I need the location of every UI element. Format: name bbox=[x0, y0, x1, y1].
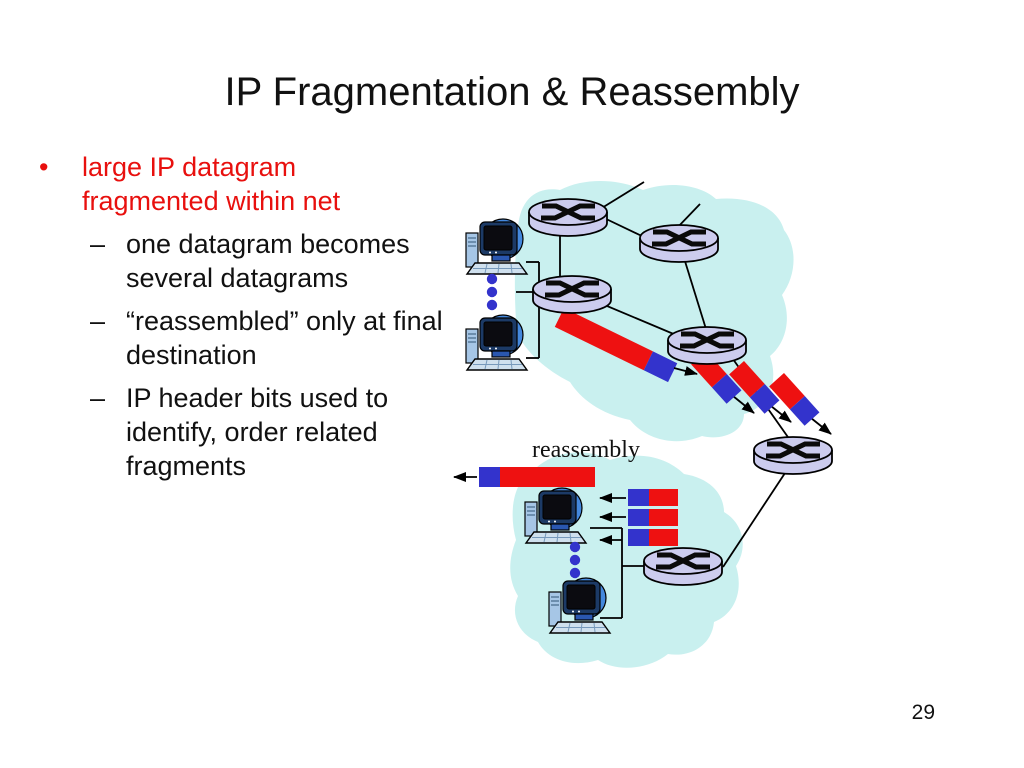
host-computer-icon bbox=[465, 218, 528, 275]
router-icon bbox=[754, 437, 832, 474]
arrow bbox=[810, 417, 832, 435]
sub-bullet-item: – one datagram becomes several datagrams bbox=[90, 227, 455, 295]
sub-bullet-marker: – bbox=[90, 229, 106, 259]
page-number: 29 bbox=[911, 701, 935, 724]
fragment-bar bbox=[628, 529, 678, 546]
fragment-bar bbox=[628, 489, 678, 506]
router-icon bbox=[529, 199, 607, 236]
datagram-bar-large bbox=[554, 308, 678, 383]
router-icon bbox=[533, 276, 611, 313]
datagram-bar-reassembled bbox=[479, 467, 595, 487]
sub-bullet-item: – “reassembled” only at final destinatio… bbox=[90, 304, 455, 372]
router-icon bbox=[640, 225, 718, 262]
bullet-list: • large IP datagram fragmented within ne… bbox=[35, 150, 455, 483]
arrow bbox=[770, 405, 792, 423]
router-icon bbox=[668, 327, 746, 364]
fragment-bar bbox=[628, 509, 678, 526]
sub-bullet-marker: – bbox=[90, 383, 106, 413]
ellipsis-dots bbox=[486, 273, 498, 311]
host-computer-icon bbox=[465, 314, 528, 371]
sub-bullet-item: – IP header bits used to identify, order… bbox=[90, 381, 455, 483]
router-icon bbox=[644, 548, 722, 585]
sub-bullet-text: one datagram becomes several datagrams bbox=[126, 229, 410, 293]
page-title: IP Fragmentation & Reassembly bbox=[224, 70, 800, 114]
ellipsis-dots bbox=[569, 541, 581, 579]
sub-bullet-marker: – bbox=[90, 306, 106, 336]
sub-bullet-text: IP header bits used to identify, order r… bbox=[126, 383, 389, 481]
sub-bullet-text: “reassembled” only at final destination bbox=[126, 306, 443, 370]
bullet-item-main: • large IP datagram fragmented within ne… bbox=[35, 150, 455, 218]
bullet-text: large IP datagram fragmented within net bbox=[82, 152, 341, 216]
reassembly-label: reassembly bbox=[532, 437, 640, 463]
bullet-marker: • bbox=[39, 152, 49, 182]
arrow bbox=[732, 395, 755, 414]
arrow bbox=[673, 366, 698, 376]
